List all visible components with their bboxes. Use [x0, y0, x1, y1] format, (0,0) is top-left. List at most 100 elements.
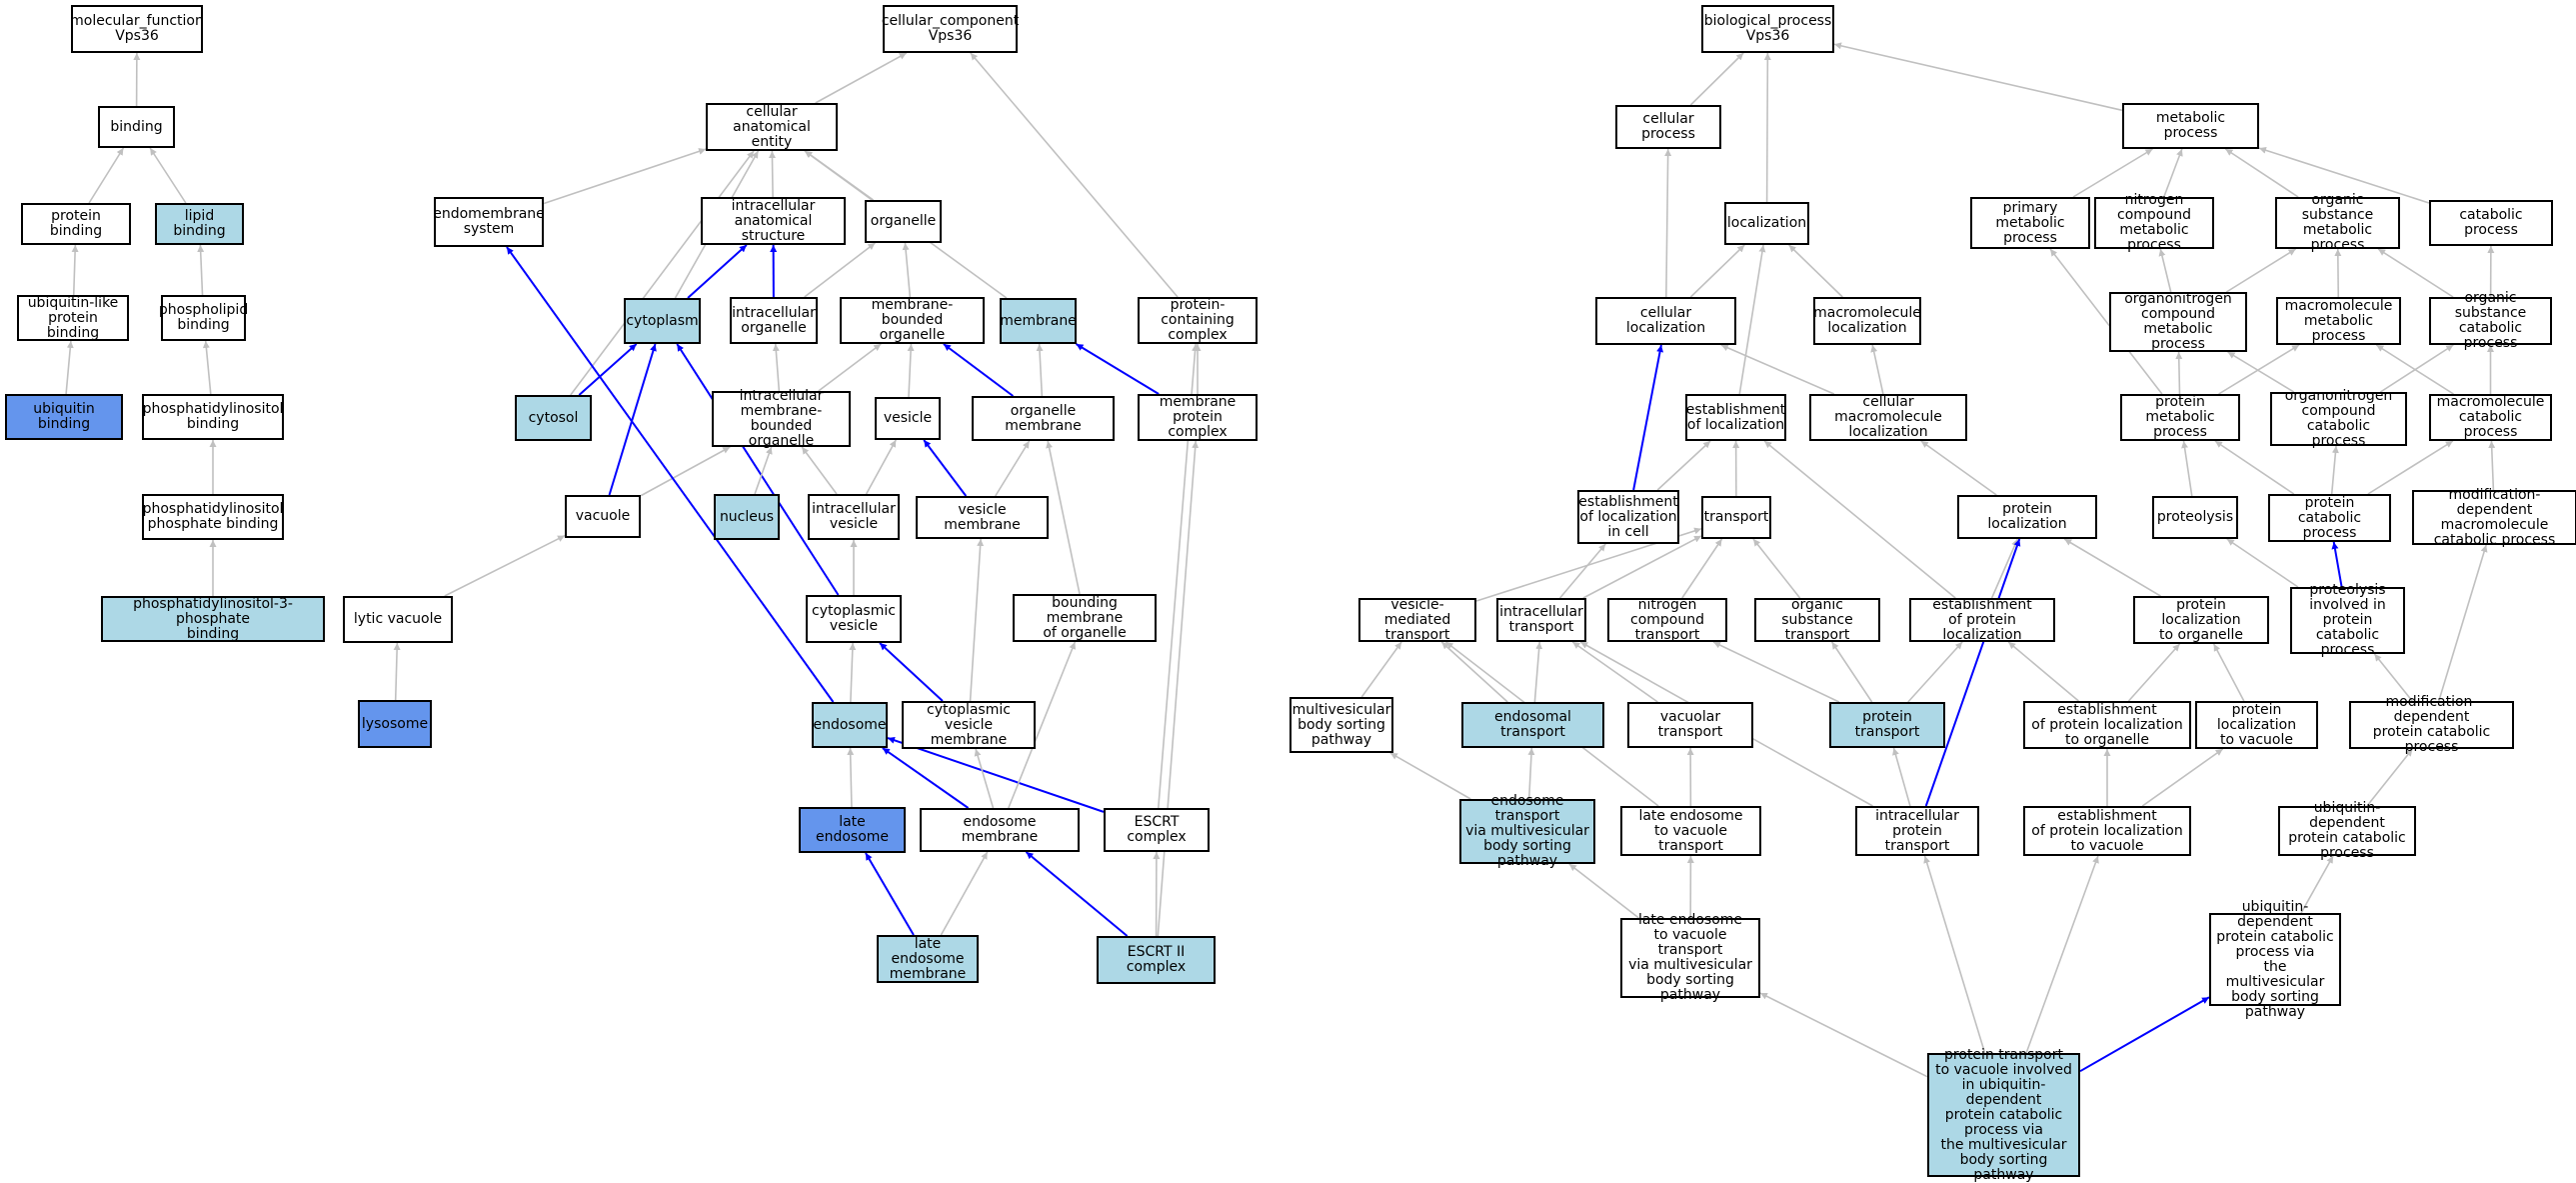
go-term-node-ubl-binding[interactable]: ubiquitin-like protein binding	[17, 295, 129, 341]
go-term-node-proteolysis-pcp[interactable]: proteolysis involved in protein cataboli…	[2290, 587, 2405, 654]
go-term-node-imbo[interactable]: intracellular membrane-bounded organelle	[712, 391, 851, 447]
graph-edge	[1534, 642, 1539, 702]
graph-edge	[1583, 536, 1701, 598]
go-term-node-cytosol[interactable]: cytosol	[515, 395, 592, 441]
go-term-node-osmp[interactable]: organic substance metabolic process	[2275, 197, 2400, 249]
go-term-node-cvm[interactable]: cytoplasmic vesicle membrane	[902, 701, 1036, 749]
go-term-node-metabolic-process[interactable]: metabolic process	[2122, 103, 2259, 149]
go-term-node-membrane[interactable]: membrane	[1000, 298, 1077, 344]
go-term-node-cc[interactable]: cellular_component Vps36	[883, 5, 1018, 53]
graph-edge	[1872, 345, 1883, 394]
go-term-node-cellular-process[interactable]: cellular process	[1615, 105, 1721, 149]
go-term-node-mcp[interactable]: macromolecule catabolic process	[2429, 394, 2552, 441]
go-term-node-udpcp-mbsp[interactable]: ubiquitin-dependent protein catabolic pr…	[2209, 913, 2341, 1006]
go-term-node-lem[interactable]: late endosome membrane	[877, 935, 979, 983]
go-term-node-pcc[interactable]: protein-containing complex	[1138, 297, 1258, 344]
go-term-node-organelle[interactable]: organelle	[865, 200, 942, 243]
go-term-node-cytoplasm[interactable]: cytoplasm	[624, 298, 701, 344]
go-term-node-ipt[interactable]: intracellular protein transport	[1855, 806, 1979, 856]
go-term-node-nucleus[interactable]: nucleus	[714, 494, 780, 540]
go-term-node-org-membrane[interactable]: organelle membrane	[972, 396, 1115, 441]
go-term-node-localization[interactable]: localization	[1724, 202, 1809, 245]
go-term-node-nitrogen-compound-metabolic[interactable]: nitrogen compound metabolic process	[2094, 197, 2214, 249]
go-term-node-ias[interactable]: intracellular anatomical structure	[701, 197, 846, 245]
go-term-node-mf[interactable]: molecular_function Vps36	[71, 5, 203, 53]
go-term-node-est-localization[interactable]: establishment of localization	[1685, 394, 1786, 441]
go-term-node-eplo[interactable]: establishment of protein localization to…	[2023, 701, 2191, 749]
go-term-node-intra-organelle[interactable]: intracellular organelle	[730, 297, 818, 344]
go-term-node-epl[interactable]: establishment of protein localization	[1909, 598, 2055, 642]
go-term-node-mbo[interactable]: membrane-bounded organelle	[840, 297, 985, 344]
go-term-node-endosomal-transport[interactable]: endosomal transport	[1461, 702, 1604, 748]
go-term-node-endosome-membrane[interactable]: endosome membrane	[920, 808, 1080, 852]
graph-edge	[2226, 249, 2295, 292]
go-term-node-mmp[interactable]: macromolecule metabolic process	[2276, 297, 2401, 345]
go-term-node-escrt2[interactable]: ESCRT II complex	[1097, 936, 1216, 984]
go-term-node-primary-metabolic[interactable]: primary metabolic process	[1970, 197, 2090, 249]
go-term-node-eplv[interactable]: establishment of protein localization to…	[2023, 806, 2191, 856]
graph-edge	[802, 447, 837, 494]
go-term-node-cml[interactable]: cellular macromolecule localization	[1809, 394, 1967, 441]
go-term-node-plv[interactable]: protein localization to vacuole	[2195, 701, 2318, 749]
go-term-node-levt[interactable]: late endosome to vacuole transport	[1620, 806, 1761, 856]
go-term-node-nct[interactable]: nitrogen compound transport	[1607, 598, 1727, 642]
go-term-node-levt-mbsp[interactable]: late endosome to vacuole transport via m…	[1620, 918, 1760, 998]
go-term-node-protein-transport[interactable]: protein transport	[1829, 702, 1945, 748]
go-term-node-pcp[interactable]: protein catabolic process	[2268, 494, 2391, 542]
go-term-node-escrt[interactable]: ESCRT complex	[1104, 808, 1210, 852]
go-term-node-mdpcp[interactable]: modification-dependent protein catabolic…	[2349, 701, 2514, 749]
graph-edge	[2219, 345, 2299, 394]
graph-edge	[2227, 539, 2298, 587]
go-term-node-elc[interactable]: establishment of localization in cell	[1577, 490, 1679, 544]
go-term-node-mbsp[interactable]: multivesicular body sorting pathway	[1289, 697, 1393, 753]
go-term-node-mpc[interactable]: membrane protein complex	[1138, 394, 1258, 441]
go-term-node-bp[interactable]: biological_process Vps36	[1701, 5, 1834, 53]
go-term-node-intra-vesicle[interactable]: intracellular vesicle	[808, 494, 900, 540]
go-term-node-mdmcp[interactable]: modification-dependent macromolecule cat…	[2412, 490, 2576, 545]
go-term-node-vmt[interactable]: vesicle-mediated transport	[1358, 598, 1476, 642]
go-term-node-protein-metabolic[interactable]: protein metabolic process	[2120, 394, 2240, 441]
graph-edge	[1921, 441, 1996, 495]
go-term-node-vesicle-membrane[interactable]: vesicle membrane	[916, 496, 1049, 539]
go-term-node-pi3p-binding[interactable]: phosphatidylinositol-3-phosphate binding	[101, 596, 325, 642]
go-term-node-lytic-vacuole[interactable]: lytic vacuole	[343, 596, 453, 643]
go-term-node-intracellular-transport[interactable]: intracellular transport	[1496, 598, 1586, 642]
go-term-node-binding[interactable]: binding	[98, 106, 175, 148]
graph-edge	[1690, 53, 1743, 105]
go-term-node-transport[interactable]: transport	[1701, 496, 1771, 539]
go-term-node-catabolic-process[interactable]: catabolic process	[2429, 200, 2553, 246]
go-term-node-bounding-membrane[interactable]: bounding membrane of organelle	[1013, 594, 1157, 642]
go-term-node-protein-localization[interactable]: protein localization	[1957, 495, 2097, 539]
go-term-node-endomembrane[interactable]: endomembrane system	[434, 197, 544, 247]
go-term-node-cellular-localization[interactable]: cellular localization	[1595, 297, 1736, 345]
go-term-node-plo[interactable]: protein localization to organelle	[2133, 596, 2269, 644]
go-term-node-ocmp[interactable]: organonitrogen compound metabolic proces…	[2109, 292, 2247, 352]
go-term-node-ubiquitin-binding[interactable]: ubiquitin binding	[5, 394, 123, 440]
go-term-node-proteolysis[interactable]: proteolysis	[2152, 496, 2238, 539]
go-term-node-occp[interactable]: organonitrogen compound catabolic proces…	[2270, 392, 2407, 446]
go-term-node-ptdins-binding[interactable]: phosphatidylinositol binding	[142, 394, 284, 440]
go-term-node-vacuole[interactable]: vacuole	[565, 495, 641, 538]
go-term-node-lipid-binding[interactable]: lipid binding	[155, 203, 244, 245]
go-term-node-lysosome[interactable]: lysosome	[358, 700, 432, 748]
go-term-node-endosome[interactable]: endosome	[812, 702, 888, 748]
go-term-node-cae[interactable]: cellular anatomical entity	[706, 103, 838, 151]
go-term-node-ptdinsp-binding[interactable]: phosphatidylinositol phosphate binding	[142, 494, 284, 540]
go-term-node-vacuolar-transport[interactable]: vacuolar transport	[1627, 702, 1753, 748]
go-term-node-oscp[interactable]: organic substance catabolic process	[2429, 297, 2552, 345]
go-term-node-etmbsp[interactable]: endosome transport via multivesicular bo…	[1459, 799, 1595, 864]
graph-edge	[976, 749, 993, 808]
go-term-node-ost[interactable]: organic substance transport	[1754, 598, 1880, 642]
go-term-node-phospholipid-binding[interactable]: phospholipid binding	[161, 295, 246, 341]
go-term-node-vesicle[interactable]: vesicle	[875, 397, 941, 440]
go-term-node-cyto-vesicle[interactable]: cytoplasmic vesicle	[806, 595, 902, 643]
graph-edge	[2214, 644, 2244, 701]
go-term-node-protein-binding[interactable]: protein binding	[21, 203, 131, 245]
graph-edge	[1739, 245, 1763, 394]
go-term-node-ptv[interactable]: protein transport to vacuole involved in…	[1927, 1053, 2080, 1177]
go-term-node-macromolecule-localization[interactable]: macromolecule localization	[1813, 297, 1921, 345]
go-term-node-udpcp[interactable]: ubiquitin-dependent protein catabolic pr…	[2278, 806, 2416, 856]
graph-edge	[851, 643, 853, 702]
graph-edge	[1764, 441, 1955, 598]
go-term-node-late-endosome[interactable]: late endosome	[799, 807, 906, 853]
